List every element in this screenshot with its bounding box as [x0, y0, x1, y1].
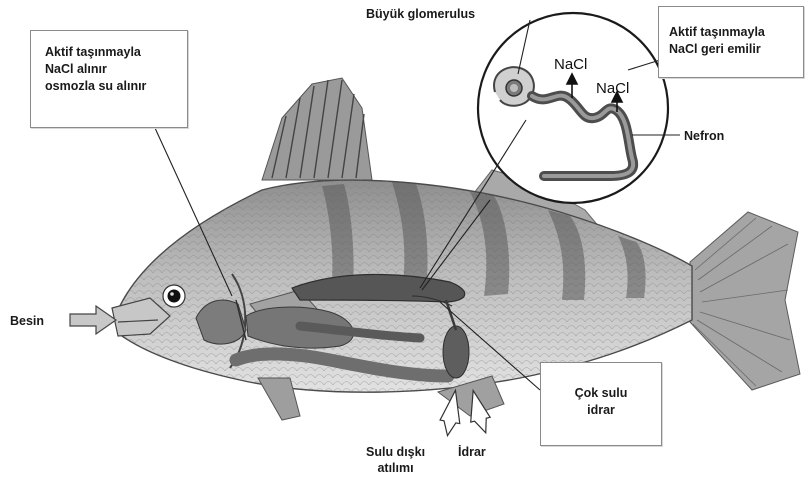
dilute-urine-text: Çok sulu idrar [541, 363, 661, 419]
nacl-reabsorb-text: Aktif taşınmayla NaCl geri emilir [659, 7, 803, 58]
glomerulus-label: Büyük glomerulus [366, 6, 475, 22]
nephron-magnifier [478, 13, 668, 203]
food-label: Besin [10, 313, 44, 329]
urine-out-label: İdrar [458, 444, 486, 460]
food-arrow [70, 306, 116, 334]
nacl-label-1: NaCl [554, 56, 587, 73]
dilute-urine-box: Çok sulu idrar [540, 362, 662, 446]
tail-fin [690, 212, 800, 390]
nephron-label: Nefron [684, 128, 724, 144]
gill-uptake-box: Aktif taşınmayla NaCl alınır osmozla su … [30, 30, 188, 128]
glomerulus [494, 67, 534, 106]
urinary-bladder [443, 326, 469, 378]
feces-label: Sulu dışkı atılımı [366, 444, 425, 476]
gill-uptake-text: Aktif taşınmayla NaCl alınır osmozla su … [31, 31, 187, 95]
dorsal-fin [262, 78, 372, 180]
nacl-reabsorb-box: Aktif taşınmayla NaCl geri emilir [658, 6, 804, 78]
nacl-label-2: NaCl [596, 80, 629, 97]
